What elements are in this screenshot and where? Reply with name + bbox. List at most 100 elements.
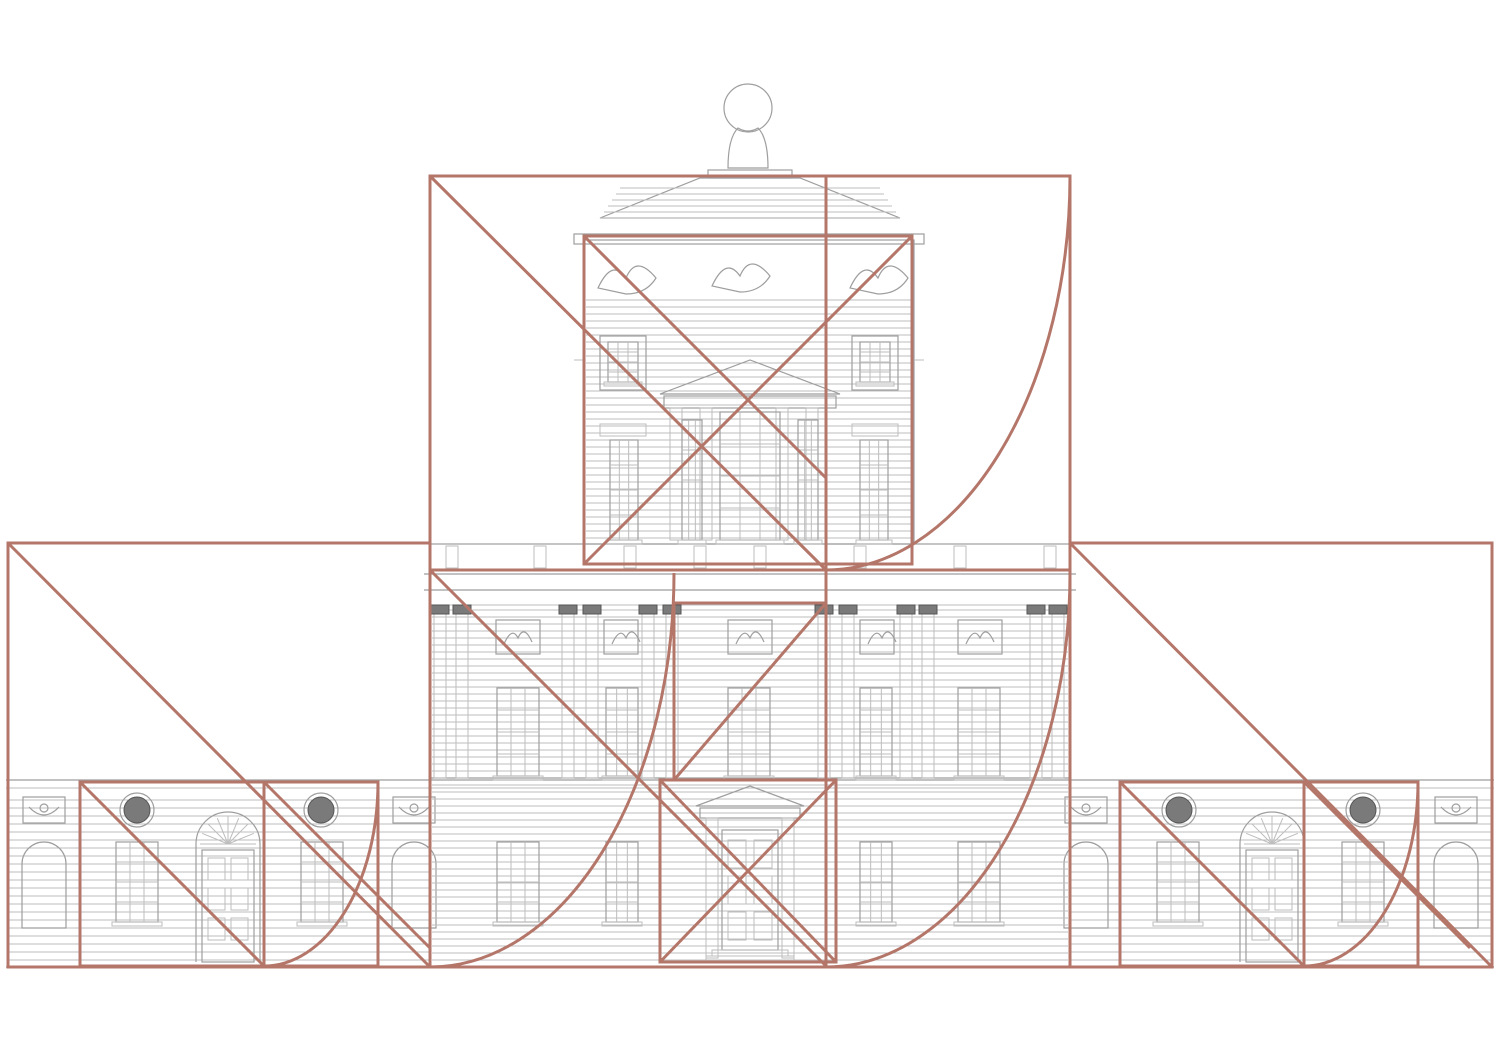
relief-panel — [957, 619, 1003, 655]
overlay-diagonal — [1118, 780, 1306, 968]
wing-front-door — [1239, 811, 1305, 962]
attic-pedestal — [1043, 545, 1057, 569]
wing-swag-panel — [392, 796, 436, 824]
wing-front-door-panel — [1274, 857, 1293, 881]
relief-figure — [965, 631, 995, 645]
relief-panel — [727, 619, 773, 655]
relief-figure — [611, 631, 641, 645]
wing-front-door-panel — [230, 887, 249, 911]
wing-front-door-fanlight — [1271, 823, 1293, 845]
wing-front-door-fanlight — [1271, 817, 1284, 845]
pilaster — [585, 611, 599, 779]
wing-oculus — [1349, 796, 1377, 824]
relief-figure — [735, 631, 765, 645]
entrance-column — [781, 817, 795, 959]
entrance-entablature — [699, 807, 801, 819]
overlay-diagonal — [428, 174, 828, 572]
upper-window-sill — [601, 775, 643, 781]
attic-pedestal — [533, 545, 547, 569]
attic-pedestal — [693, 545, 707, 569]
ionic-capital — [430, 604, 450, 615]
wing-front-door-fanlight — [1260, 817, 1273, 845]
entrance-door-panel — [727, 839, 747, 869]
overlay-rectangle — [78, 780, 380, 968]
ionic-capital — [838, 604, 858, 615]
ionic-capital — [582, 604, 602, 615]
wing-front-door — [195, 811, 261, 962]
wing-front-door-panel — [207, 917, 226, 941]
wing-oculus — [1165, 796, 1193, 824]
wing-swag-panel-garland — [1440, 806, 1472, 816]
wing-front-door-fanlight — [207, 823, 229, 845]
tower-side-light-sill — [793, 539, 823, 545]
wing-swag-panel-garland — [1070, 806, 1102, 816]
wing-front-door-panel — [230, 857, 249, 881]
wing-swag-panel — [1434, 796, 1478, 824]
wing-oculus-frame — [119, 792, 155, 828]
overlay-diagonal — [582, 234, 828, 480]
pilaster — [921, 611, 935, 779]
relief-panel-icon — [711, 263, 771, 293]
entrance-pediment — [695, 785, 805, 807]
wing-swag-panel-garland — [398, 806, 430, 816]
wing-front-door-fanlight — [227, 817, 240, 845]
wing-front-door-fanlight — [1245, 832, 1273, 845]
overlay-diagonal — [6, 541, 432, 969]
wing-front-door-fanlight — [227, 832, 255, 845]
atlas-figure — [727, 127, 769, 169]
wing-front-door-fanlight — [227, 823, 249, 845]
golden-ratio-overlay — [6, 174, 1494, 969]
ionic-capital — [1048, 604, 1068, 615]
wing-window-sill — [296, 921, 348, 927]
relief-panel — [603, 619, 639, 655]
overlay-diagonal — [658, 778, 838, 964]
tower-portico-pediment — [659, 359, 841, 395]
relief-figure — [503, 631, 533, 645]
relief-panel-icon — [849, 265, 909, 295]
wing-swag-panel-rosette — [39, 803, 49, 813]
tower-tall-window-sill — [855, 539, 893, 545]
attic-pedestal — [853, 545, 867, 569]
overlay-diagonal — [1302, 780, 1472, 950]
ionic-capital — [558, 604, 578, 615]
wing-front-door-fanlight — [201, 832, 229, 845]
pilaster — [817, 611, 831, 779]
overlay-rectangle — [1118, 780, 1420, 968]
overlay-rectangle — [658, 778, 838, 964]
tower-window-hood — [851, 423, 899, 437]
pilaster — [455, 611, 469, 779]
attic-pedestal — [753, 545, 767, 569]
ground-window-sill — [855, 921, 897, 927]
entrance-door-panel — [753, 911, 773, 941]
overlay-diagonal — [78, 780, 266, 968]
main-block-outline — [429, 569, 1071, 968]
wing-swag-panel — [22, 796, 66, 824]
wing-oculus-frame — [1345, 792, 1381, 828]
wing-swag-panel-rosette — [409, 803, 419, 813]
wing-swag-panel-garland — [28, 806, 60, 816]
attic-pedestal — [623, 545, 637, 569]
ionic-capital — [896, 604, 916, 615]
overlay-rectangle — [428, 568, 1072, 969]
tower-portico-column — [805, 407, 819, 541]
upper-window-sill — [855, 775, 897, 781]
entrance-door-panel — [727, 911, 747, 941]
tower-window-frame — [851, 335, 899, 391]
overlay-golden-arc — [825, 175, 1072, 572]
ionic-capital — [918, 604, 938, 615]
wing-front-door-panel — [1251, 887, 1270, 911]
pilaster — [1029, 611, 1043, 779]
wing-blind-arch — [391, 841, 437, 929]
tower-venetian-window-sill — [715, 539, 785, 545]
ground-window-sill — [953, 921, 1005, 927]
ground-window-sill — [601, 921, 643, 927]
wing-swag-panel-rosette — [1451, 803, 1461, 813]
relief-figure — [867, 631, 897, 645]
building-elevation — [6, 83, 1494, 968]
wing-blind-arch — [1433, 841, 1479, 929]
wing-front-door-fanlight — [216, 817, 229, 845]
wing-window-sill — [111, 921, 163, 927]
wing-front-door-fanlight — [1251, 823, 1273, 845]
attic-base — [429, 543, 1071, 571]
